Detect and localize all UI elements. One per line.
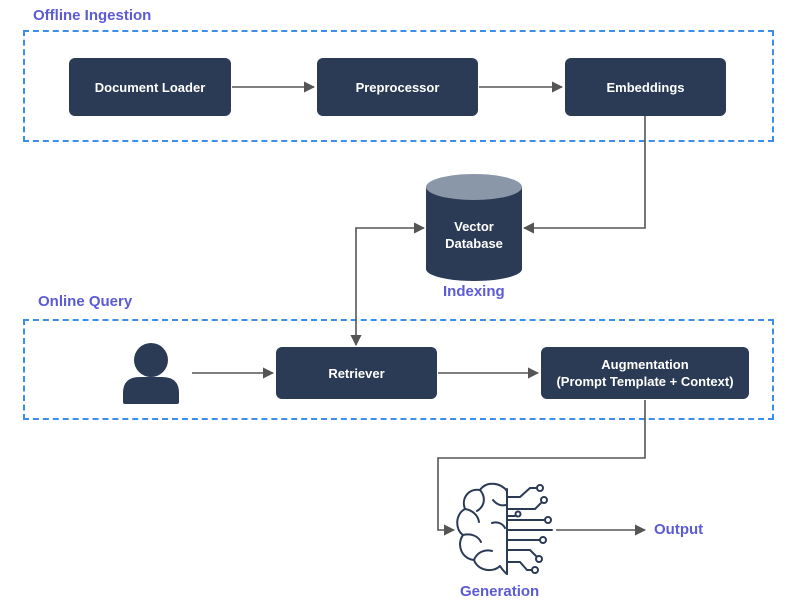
user-icon <box>123 343 179 404</box>
document-loader-label: Document Loader <box>94 79 206 95</box>
arrow-vector-db-retriever-bidirectional <box>350 222 426 347</box>
database-cylinder-icon <box>426 174 522 281</box>
vector-database-line1: Vector <box>454 219 494 234</box>
retriever-label: Retriever <box>328 365 385 381</box>
augmentation-label-line2: (Prompt Template + Context) <box>556 374 734 389</box>
embeddings-label: Embeddings <box>606 79 685 95</box>
arrow-augmentation-to-generation <box>437 400 646 536</box>
augmentation-label-line1: Augmentation <box>601 357 689 372</box>
brain-circuit-icon <box>456 482 553 575</box>
vector-database-line2: Database <box>445 236 503 251</box>
generation-label: Generation <box>460 583 540 600</box>
embeddings-node: Embeddings <box>565 58 726 116</box>
vector-database-label: Vector Database <box>426 218 522 252</box>
indexing-label: Indexing <box>443 283 505 300</box>
arrow-embeddings-to-vector-db <box>522 116 646 234</box>
preprocessor-node: Preprocessor <box>317 58 478 116</box>
offline-ingestion-title: Offline Ingestion <box>33 7 152 24</box>
preprocessor-label: Preprocessor <box>355 79 440 95</box>
retriever-node: Retriever <box>276 347 437 399</box>
output-label: Output <box>654 521 704 538</box>
augmentation-node: Augmentation (Prompt Template + Context) <box>541 347 749 399</box>
document-loader-node: Document Loader <box>69 58 231 116</box>
offline-ingestion-group <box>23 30 774 142</box>
online-query-title: Online Query <box>38 293 133 310</box>
